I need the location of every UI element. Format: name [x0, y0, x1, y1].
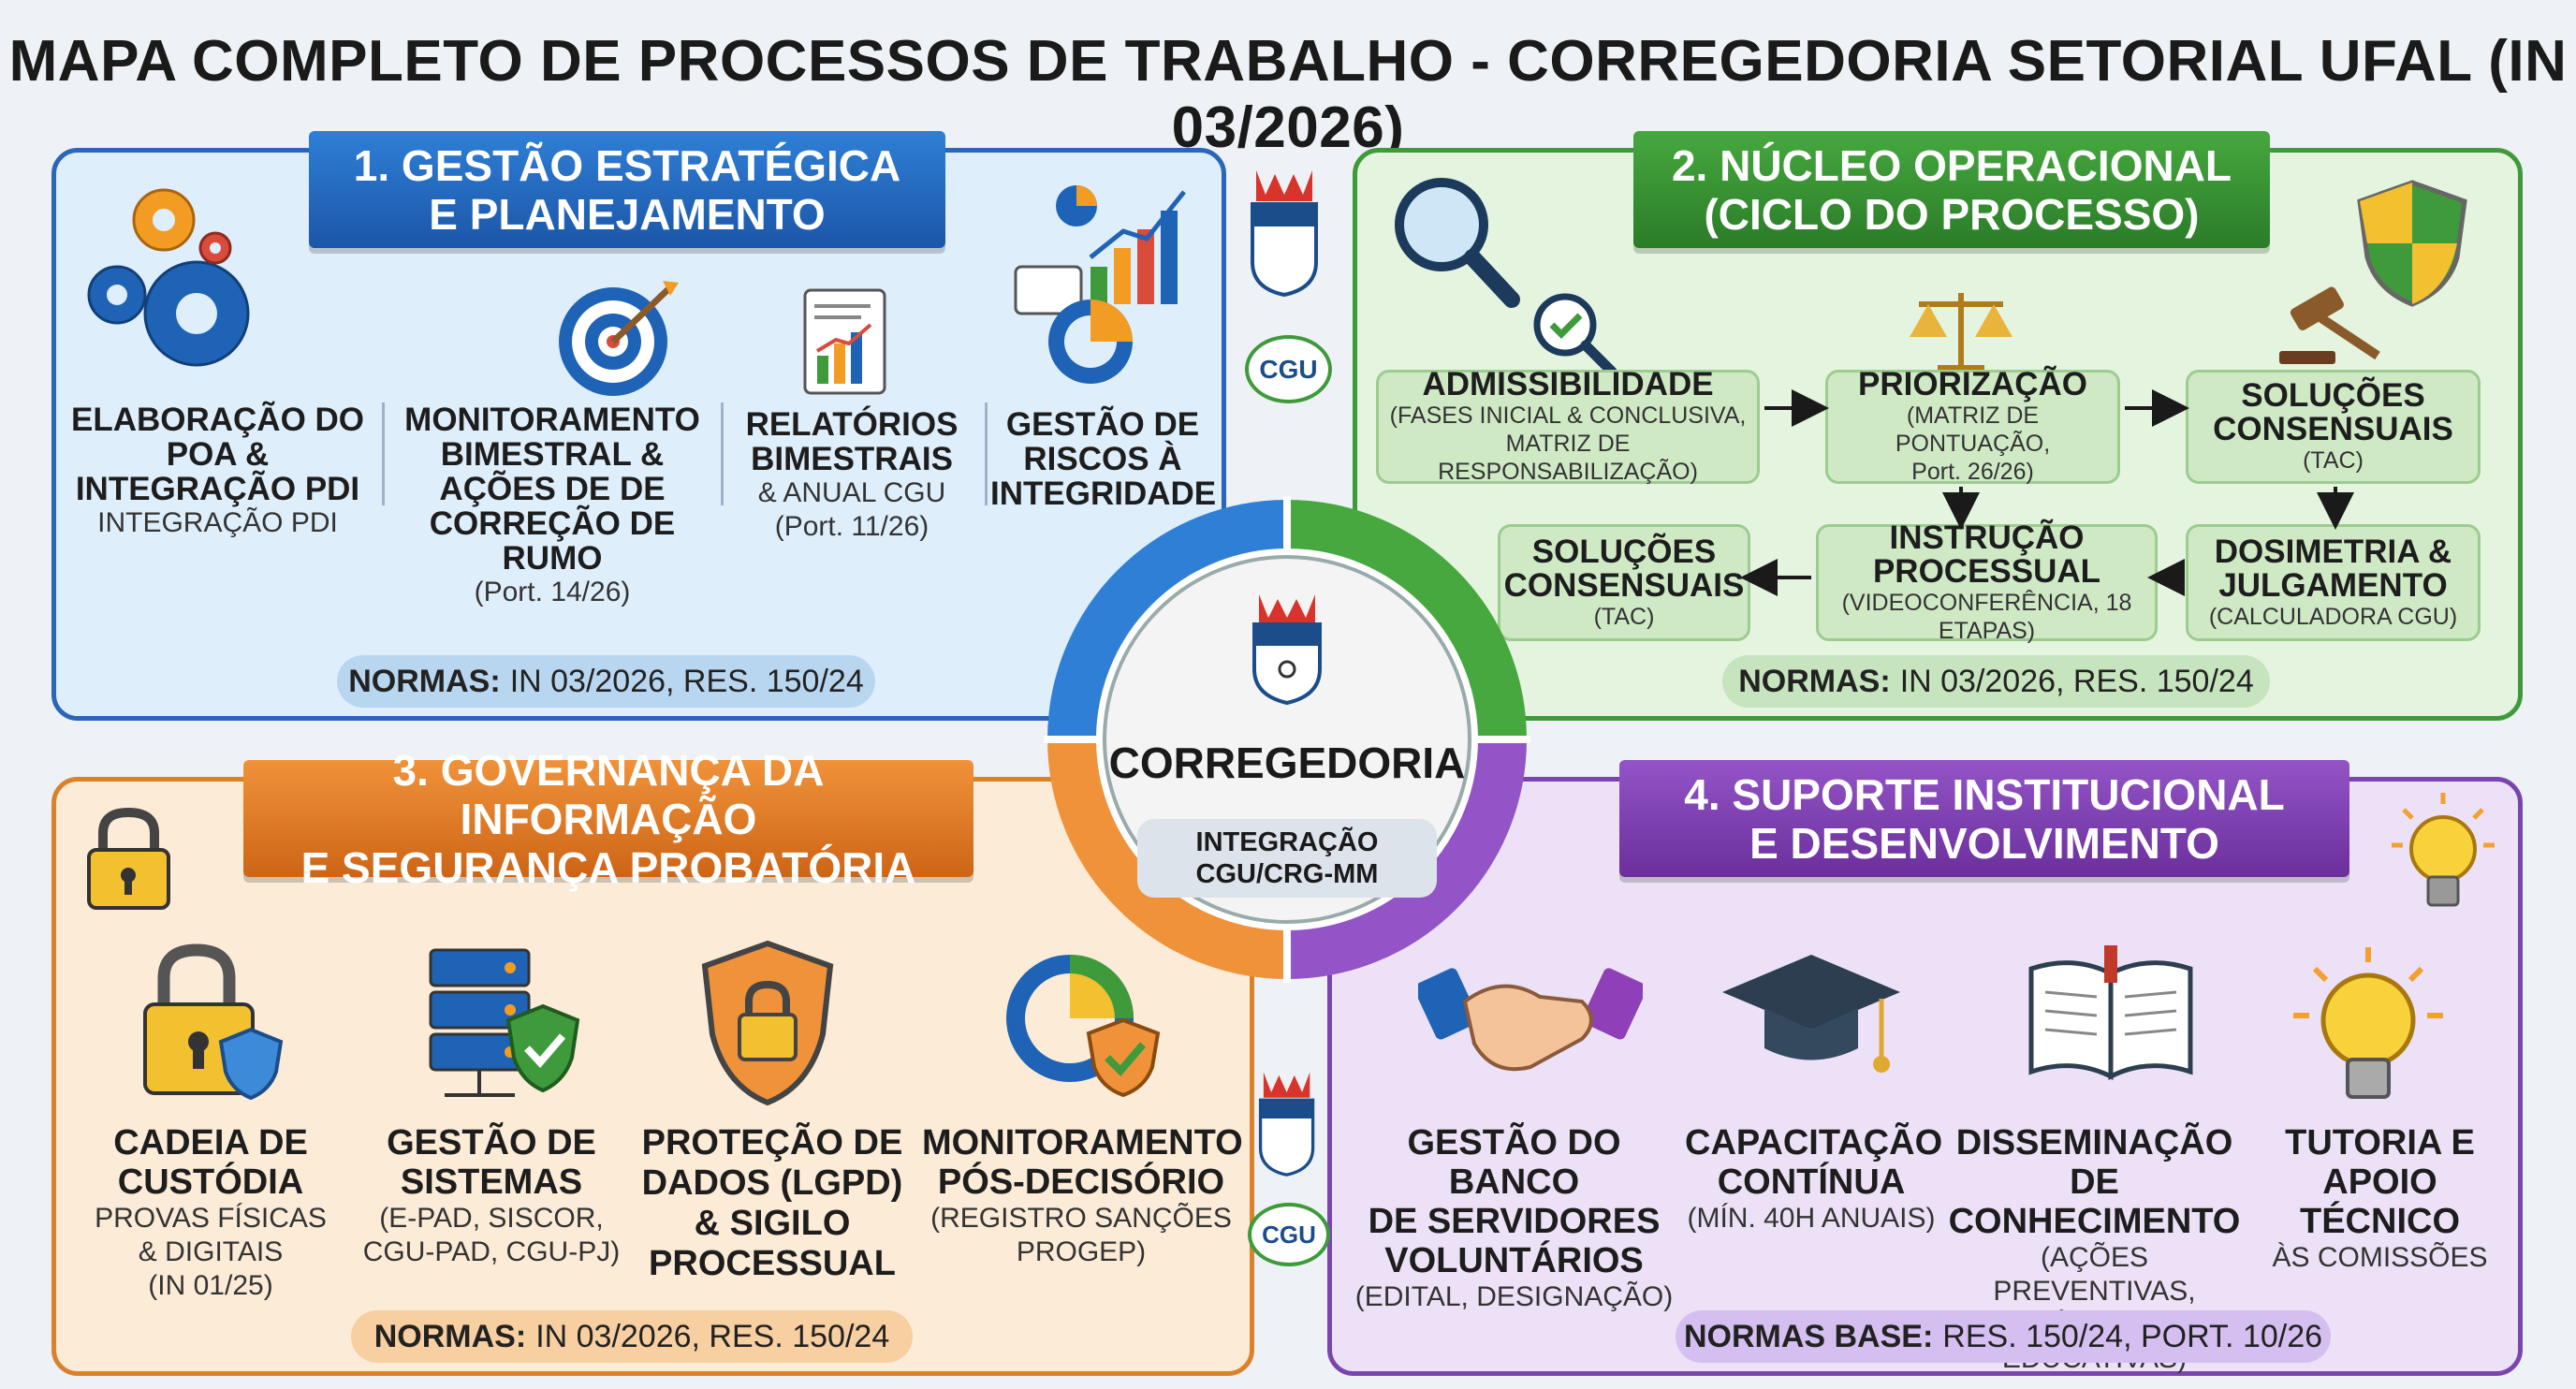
- lightbulb-large-icon: [2293, 947, 2443, 1099]
- q3-item-cadeia-custodia: CADEIA DE CUSTÓDIA PROVAS FÍSICAS & DIGI…: [95, 1123, 327, 1301]
- q4-item-capacitacao: CAPACITAÇÃO CONTÍNUA (MÍN. 40H ANUAIS): [1685, 1123, 1943, 1234]
- separator: [721, 402, 724, 505]
- cgu-badge: CGU: [1248, 1203, 1330, 1266]
- banner-q4-line2: E DESENVOLVIMENTO: [1749, 818, 2219, 868]
- risk-chart-icon: [1014, 185, 1186, 384]
- box-instrucao-processual: INSTRUÇÃO PROCESSUAL (VIDEOCONFERÊNCIA, …: [1816, 520, 2158, 644]
- q3-item-monitoramento-pos: MONITORAMENTO PÓS-DECISÓRIO (REGISTRO SA…: [922, 1123, 1243, 1267]
- q1-item-monitoramento: MONITORAMENTO BIMESTRAL & AÇÕES DE DE CO…: [404, 402, 700, 607]
- ufal-crest-small-icon: [1251, 170, 1318, 298]
- banner-q4-line1: 4. SUPORTE INSTITUCIONAL: [1684, 769, 2285, 819]
- q1-item-relatorios: RELATÓRIOS BIMESTRAIS & ANUAL CGU (Port.…: [745, 406, 959, 542]
- center-label: CORREGEDORIA: [1108, 738, 1466, 787]
- gavel-icon: [2279, 286, 2380, 364]
- box-solucoes-consensuais-top: SOLUÇÕES CONSENSUAIS (TAC): [2186, 370, 2481, 484]
- separator: [382, 402, 385, 505]
- box-admissibilidade: ADMISSIBILIDADE (FASES INICIAL & CONCLUS…: [1376, 368, 1760, 485]
- box-solucoes-consensuais-bottom: SOLUÇÕES CONSENSUAIS (TAC): [1498, 524, 1750, 641]
- ufal-crest-small-icon: [1258, 1072, 1315, 1177]
- separator: [985, 402, 988, 505]
- q3-normas: NORMAS:IN 03/2026, RES. 150/24: [351, 1310, 913, 1363]
- padlock-shield-icon: [143, 943, 284, 1101]
- magnifier-icon: [1395, 178, 1520, 308]
- padlock-icon: [87, 807, 170, 910]
- banner-q1-line2: E PLANEJAMENTO: [429, 189, 826, 239]
- page-title: MAPA COMPLETO DE PROCESSOS DE TRABALHO -…: [8, 29, 2568, 160]
- target-icon: [559, 281, 679, 396]
- cgu-badge: CGU: [1245, 335, 1332, 403]
- q4-normas: NORMAS BASE:RES. 150/24, PORT. 10/26: [1676, 1310, 2331, 1363]
- q4-item-banco-servidores: GESTÃO DO BANCO DE SERVIDORES VOLUNTÁRIO…: [1354, 1123, 1674, 1312]
- q1-normas: NORMAS:IN 03/2026, RES. 150/24: [337, 655, 875, 708]
- q1-item-riscos: GESTÃO DE RISCOS À INTEGRIDADE: [990, 406, 1217, 512]
- lightbulb-icon: [2392, 793, 2495, 907]
- banner-q3-line1: 3. GOVERNANÇA DA INFORMAÇÃO: [392, 745, 825, 843]
- ufal-crest-icon: [1252, 594, 1322, 706]
- graduation-cap-icon: [1722, 955, 1900, 1073]
- center-sub: INTEGRAÇÃO CGU/CRG-MM: [1137, 819, 1437, 898]
- banner-q2-line1: 2. NÚCLEO OPERACIONAL: [1671, 140, 2232, 190]
- banner-q2: 2. NÚCLEO OPERACIONAL(CICLO DO PROCESSO): [1633, 131, 2270, 248]
- open-book-icon: [2028, 945, 2193, 1081]
- q2-normas: NORMAS:IN 03/2026, RES. 150/24: [1722, 655, 2270, 708]
- box-priorizacao: PRIORIZAÇÃO (MATRIZ DE PONTUAÇÃO, Port. …: [1825, 368, 2120, 485]
- handshake-icon: [1418, 968, 1643, 1072]
- box-dosimetria: DOSIMETRIA & JULGAMENTO (CALCULADORA CGU…: [2186, 524, 2481, 641]
- monitor-chart-shield-icon: [1006, 955, 1161, 1098]
- check-magnifier-icon: [1533, 293, 1617, 377]
- q3-item-protecao-dados: PROTEÇÃO DE DADOS (LGPD) & SIGILO PROCES…: [641, 1123, 903, 1283]
- flow-arrows: [1740, 389, 2354, 596]
- banner-q1-line1: 1. GESTÃO ESTRATÉGICA: [353, 140, 901, 190]
- shield-lock-icon: [701, 940, 834, 1106]
- report-icon: [803, 288, 886, 395]
- banner-q3-line2: E SEGURANÇA PROBATÓRIA: [300, 842, 916, 892]
- shield-icon: [2357, 180, 2467, 307]
- q4-item-tutoria: TUTORIA E APOIO TÉCNICO ÀS COMISSÕES: [2272, 1123, 2488, 1273]
- banner-q2-line2: (CICLO DO PROCESSO): [1704, 189, 2200, 239]
- q3-item-gestao-sistemas: GESTÃO DE SISTEMAS (E-PAD, SISCOR, CGU-P…: [362, 1123, 621, 1267]
- gears-icon: [87, 188, 250, 367]
- server-shield-icon: [429, 948, 580, 1097]
- q1-item-poa: ELABORAÇÃO DO POA & INTEGRAÇÃO PDI INTEG…: [70, 402, 365, 538]
